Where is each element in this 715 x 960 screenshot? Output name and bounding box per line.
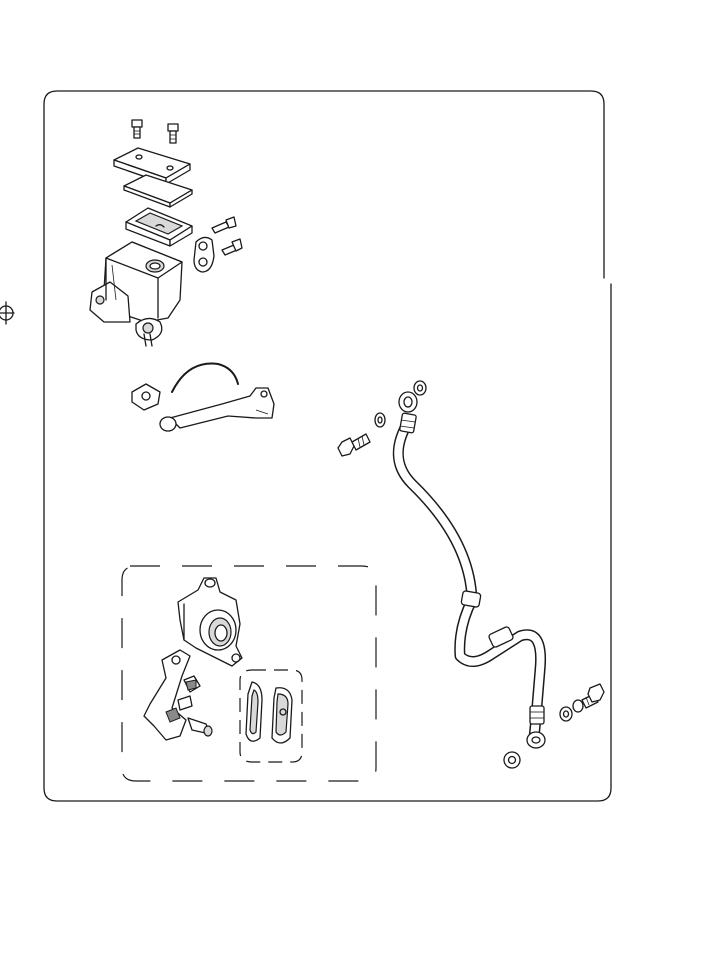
caliper-group-dashed-frame: [121, 565, 377, 782]
brake-pads-dashed-frame: [239, 669, 303, 763]
lever-pivot-gasket: [131, 383, 161, 411]
banjo-bolt-upper: [337, 433, 371, 457]
sealing-washers-upper: [374, 380, 427, 428]
master-cylinder-cap-screws: [131, 119, 179, 144]
clamp-bolts: [211, 216, 243, 256]
brake-line-arc: [171, 362, 239, 393]
diaphragm: [125, 207, 193, 247]
cap-plate: [123, 174, 193, 208]
banjo-bolt-lower: [581, 683, 605, 709]
caliper-bracket: [143, 649, 213, 741]
master-cylinder-clamp: [193, 236, 215, 273]
brake-caliper-assembly: [177, 577, 243, 667]
registration-mark-icon: [0, 301, 15, 325]
brake-pads: [245, 681, 293, 744]
master-cylinder-body: [89, 241, 183, 347]
brake-lever: [159, 387, 275, 432]
sealing-washers-lower: [503, 699, 584, 769]
brake-hose: [392, 391, 547, 749]
diagram-frame: [43, 90, 612, 802]
